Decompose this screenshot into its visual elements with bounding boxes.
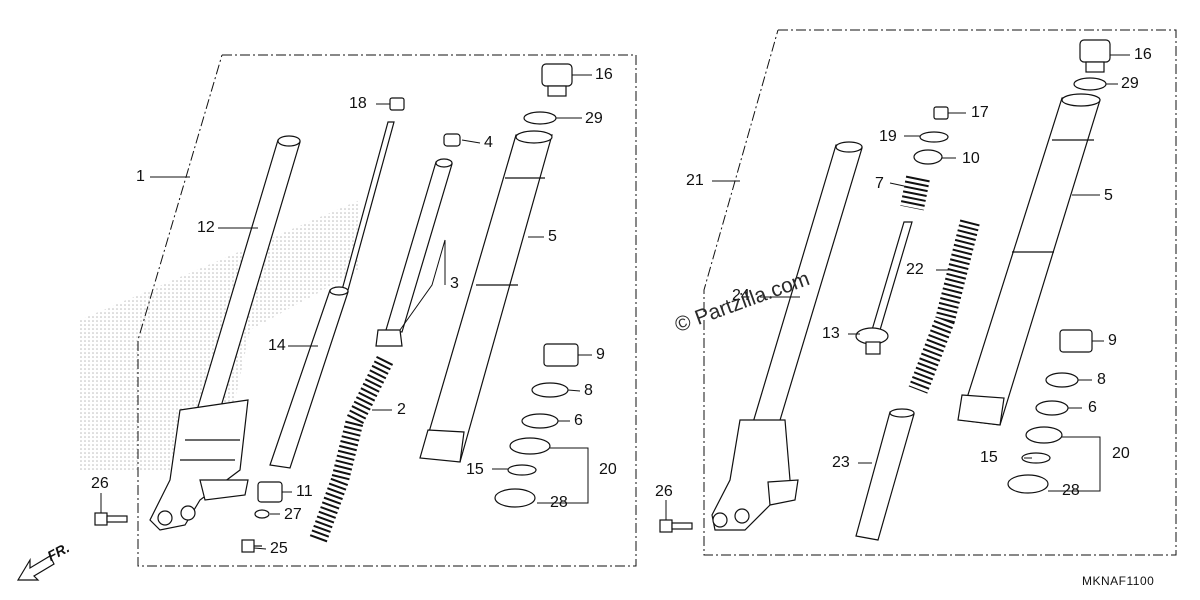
bolt-26-right bbox=[659, 519, 693, 533]
front-direction-arrow bbox=[16, 555, 55, 581]
fork-cap-right bbox=[1079, 39, 1111, 73]
right-frame bbox=[703, 29, 1177, 556]
callout-6-left: 6 bbox=[574, 412, 583, 429]
fork-cap-left bbox=[541, 63, 573, 97]
callout-26-right: 26 bbox=[655, 483, 673, 500]
washer-10-right bbox=[913, 149, 943, 165]
callout-24-right: 24 bbox=[732, 287, 750, 304]
callout-22-right: 22 bbox=[906, 261, 924, 278]
callout-10-right: 10 bbox=[962, 150, 980, 167]
outer-tube-left bbox=[419, 130, 553, 463]
callout-9-right: 9 bbox=[1108, 332, 1117, 349]
callout-26-left: 26 bbox=[91, 475, 109, 492]
callout-5-right: 5 bbox=[1104, 187, 1113, 204]
leader-lines bbox=[100, 54, 1130, 550]
callout-13-right: 13 bbox=[822, 325, 840, 342]
callout-21-right: 21 bbox=[686, 172, 704, 189]
callout-8-left: 8 bbox=[584, 382, 593, 399]
callout-20-left: 20 bbox=[599, 461, 617, 478]
callout-1-left: 1 bbox=[136, 168, 145, 185]
callout-4-left: 4 bbox=[484, 134, 493, 151]
diagram-code: MKNAF1100 bbox=[1082, 574, 1155, 588]
callout-27-left: 27 bbox=[284, 506, 302, 523]
callout-17-right: 17 bbox=[971, 104, 989, 121]
callout-28-right: 28 bbox=[1062, 482, 1080, 499]
callout-16-left: 16 bbox=[595, 66, 613, 83]
seal-stack-left bbox=[494, 343, 579, 508]
spring-22-right bbox=[908, 219, 980, 394]
callout-7-right: 7 bbox=[875, 175, 884, 192]
bolt-25-left bbox=[241, 539, 262, 553]
axle-holder-right bbox=[711, 419, 799, 531]
callout-25-left: 25 bbox=[270, 540, 288, 557]
outer-tube-right bbox=[957, 93, 1101, 426]
callout-8-right: 8 bbox=[1097, 371, 1106, 388]
spring-7-right bbox=[900, 175, 930, 211]
nut-17-right bbox=[933, 106, 949, 120]
nut-18-left bbox=[389, 97, 405, 111]
callout-12-left: 12 bbox=[197, 219, 215, 236]
callout-6-right: 6 bbox=[1088, 399, 1097, 416]
tube-23-right bbox=[855, 408, 915, 541]
clip-19-right bbox=[919, 131, 949, 143]
seal-stack-right bbox=[1007, 329, 1093, 494]
damper-rod-left bbox=[269, 121, 395, 469]
spacer-tube-left bbox=[375, 158, 453, 347]
o-ring-29-right bbox=[1073, 77, 1107, 91]
callout-11-left: 11 bbox=[296, 483, 313, 500]
callout-29-left: 29 bbox=[585, 110, 603, 127]
callout-15-left: 15 bbox=[466, 461, 484, 478]
callout-23-right: 23 bbox=[832, 454, 850, 471]
spring-left bbox=[309, 355, 394, 544]
callout-9-left: 9 bbox=[596, 346, 605, 363]
collar-11-left bbox=[257, 481, 283, 503]
left-frame bbox=[137, 54, 637, 567]
callout-29-right: 29 bbox=[1121, 75, 1139, 92]
axle-holder-left bbox=[149, 399, 249, 531]
nut-4-left bbox=[443, 133, 461, 147]
callout-2-left: 2 bbox=[397, 401, 406, 418]
o-ring-29-left bbox=[523, 111, 557, 125]
rod-13-right bbox=[855, 221, 913, 355]
callout-16-right: 16 bbox=[1134, 46, 1152, 63]
callout-3-left: 3 bbox=[450, 275, 459, 292]
callout-28-left: 28 bbox=[550, 494, 568, 511]
callout-19-right: 19 bbox=[879, 128, 897, 145]
callout-18-left: 18 bbox=[349, 95, 367, 112]
callout-14-left: 14 bbox=[268, 337, 286, 354]
callout-5-left: 5 bbox=[548, 228, 557, 245]
callout-15-right: 15 bbox=[980, 449, 998, 466]
bolt-26-left bbox=[94, 512, 128, 526]
washer-27-left bbox=[254, 509, 270, 519]
callout-20-right: 20 bbox=[1112, 445, 1130, 462]
